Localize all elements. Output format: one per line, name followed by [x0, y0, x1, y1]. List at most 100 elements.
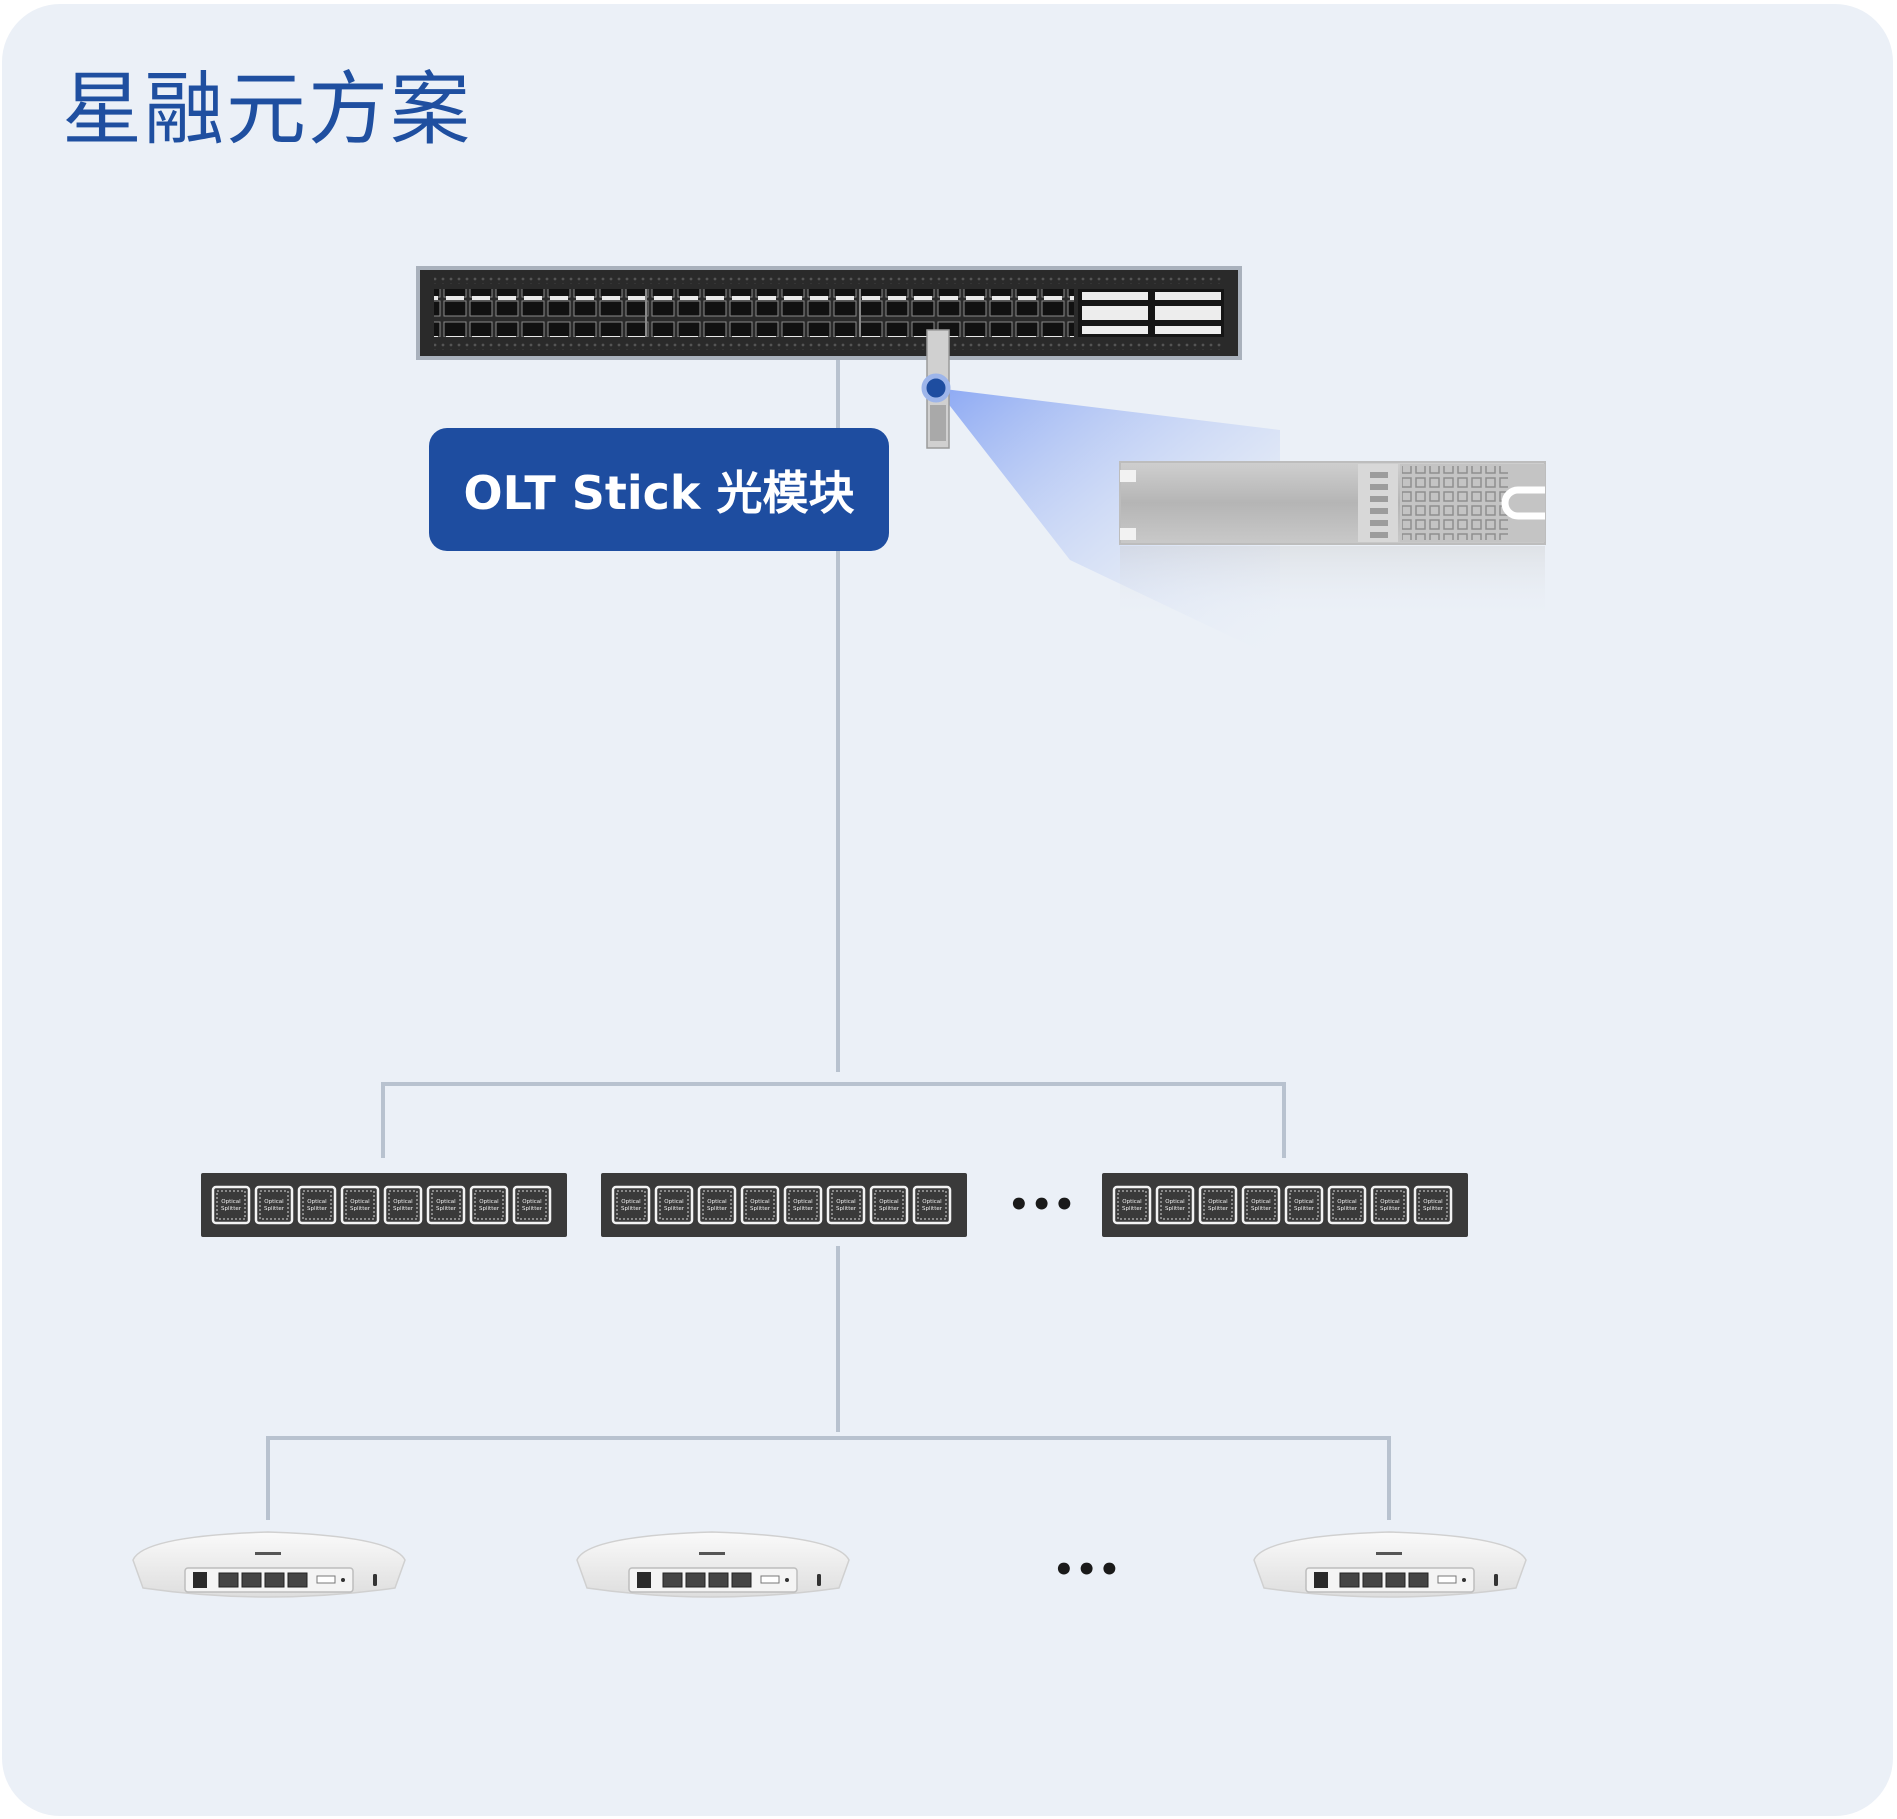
splitter-port-label: Optical [1165, 1199, 1185, 1205]
splitter-port [611, 1185, 651, 1225]
splitter-port-inner [917, 1190, 947, 1220]
splitter-port-inner [1203, 1190, 1233, 1220]
splitter-port-label: Optical [307, 1199, 327, 1205]
splitter-port-inner [1332, 1190, 1362, 1220]
splitter-port-label: Splitter [922, 1206, 943, 1212]
plug-point-dot [921, 373, 951, 403]
splitter-port [740, 1185, 780, 1225]
splitter-port-inner [259, 1190, 289, 1220]
splitter-port [1284, 1185, 1324, 1225]
splitter-port-inner [1160, 1190, 1190, 1220]
splitter-port-label: Optical [707, 1199, 727, 1205]
onu-reset-hole [341, 1578, 345, 1582]
splitter-port [512, 1185, 552, 1225]
splitter-port-label: Splitter [1165, 1206, 1186, 1212]
splitter-port-label: Splitter [1423, 1206, 1444, 1212]
splitter-port-label: Splitter [1294, 1206, 1315, 1212]
splitter-port-label: Splitter [1380, 1206, 1401, 1212]
splitter-port [383, 1185, 423, 1225]
onu-status-led [373, 1574, 377, 1586]
splitter-port-inner [1289, 1190, 1319, 1220]
optical-splitter-1: OpticalSplitterOpticalSplitterOpticalSpl… [201, 1173, 567, 1237]
splitter-port-label: Optical [1122, 1199, 1142, 1205]
onu-lan-port [264, 1572, 285, 1588]
onu-lan-port [708, 1572, 729, 1588]
splitter-port [469, 1185, 509, 1225]
splitter-port-label: Optical [922, 1199, 942, 1205]
splitter-port-label: Optical [393, 1199, 413, 1205]
splitter-port-label: Splitter [707, 1206, 728, 1212]
splitter-port-label: Optical [879, 1199, 899, 1205]
splitter-port [654, 1185, 694, 1225]
splitter-port-label: Optical [264, 1199, 284, 1205]
onu-device-1 [132, 1531, 406, 1598]
splitter-port-label: Optical [221, 1199, 241, 1205]
splitter-port [340, 1185, 380, 1225]
splitter-port-label: Optical [1337, 1199, 1357, 1205]
splitter-port-label: Optical [350, 1199, 370, 1205]
splitter-port-label: Splitter [793, 1206, 814, 1212]
onu-indicator [1376, 1552, 1402, 1555]
splitter-port-label: Splitter [479, 1206, 500, 1212]
onu-usb-port [316, 1575, 336, 1584]
page-title: 星融元方案 [62, 63, 472, 156]
splitter-port-inner [659, 1190, 689, 1220]
splitter-port-label: Optical [1423, 1199, 1443, 1205]
splitter-port [1413, 1185, 1453, 1225]
splitter-port-label: Splitter [621, 1206, 642, 1212]
splitter-port [1241, 1185, 1281, 1225]
onu-lan-port [662, 1572, 683, 1588]
splitter-port [869, 1185, 909, 1225]
splitter-port-label: Splitter [664, 1206, 685, 1212]
splitter-port-label: Optical [1380, 1199, 1400, 1205]
onu-lan-port [1339, 1572, 1360, 1588]
onu-lan-port [1362, 1572, 1383, 1588]
splitter-port [912, 1185, 952, 1225]
onu-indicator [255, 1552, 281, 1555]
splitter-port [826, 1185, 866, 1225]
onu-lan-port [1385, 1572, 1406, 1588]
splitter-port [1198, 1185, 1238, 1225]
splitter-port-inner [517, 1190, 547, 1220]
splitter-port-label: Optical [522, 1199, 542, 1205]
splitter-branch-line [381, 1082, 1286, 1158]
onu-reset-hole [1462, 1578, 1466, 1582]
splitter-port-label: Splitter [1208, 1206, 1229, 1212]
onu-ellipsis: ••• [1053, 1550, 1122, 1590]
splitter-port-label: Splitter [221, 1206, 242, 1212]
splitter-port-inner [831, 1190, 861, 1220]
splitter-port-label: Optical [664, 1199, 684, 1205]
olt-stick-label: OLT Stick 光模块 [429, 428, 889, 551]
olt-switch [416, 266, 1242, 360]
splitter-port-inner [302, 1190, 332, 1220]
splitter-port-label: Splitter [307, 1206, 328, 1212]
onu-lan-port [287, 1572, 308, 1588]
splitter-port-label: Optical [621, 1199, 641, 1205]
splitter-port [254, 1185, 294, 1225]
splitter-port-inner [388, 1190, 418, 1220]
splitter-port-inner [788, 1190, 818, 1220]
splitter-port-label: Optical [836, 1199, 856, 1205]
splitter-port [1155, 1185, 1195, 1225]
splitter-ellipsis: ••• [1008, 1185, 1077, 1225]
optical-splitter-2: OpticalSplitterOpticalSplitterOpticalSpl… [601, 1173, 967, 1237]
onu-device-3 [1253, 1531, 1527, 1598]
splitter-port-label: Splitter [393, 1206, 414, 1212]
splitter-port-label: Splitter [436, 1206, 457, 1212]
onu-power-port [193, 1572, 207, 1588]
onu-power-port [637, 1572, 651, 1588]
splitter-port-inner [702, 1190, 732, 1220]
splitter-port-inner [1117, 1190, 1147, 1220]
splitter-port-label: Optical [1208, 1199, 1228, 1205]
splitter-port-inner [616, 1190, 646, 1220]
splitter-port-label: Splitter [1251, 1206, 1272, 1212]
splitter-port-inner [474, 1190, 504, 1220]
splitter-port [426, 1185, 466, 1225]
onu-usb-port [1437, 1575, 1457, 1584]
onu-reset-hole [785, 1578, 789, 1582]
onu-lan-port [218, 1572, 239, 1588]
splitter-port-label: Optical [436, 1199, 456, 1205]
onu-status-led [817, 1574, 821, 1586]
splitter-port-label: Splitter [750, 1206, 771, 1212]
